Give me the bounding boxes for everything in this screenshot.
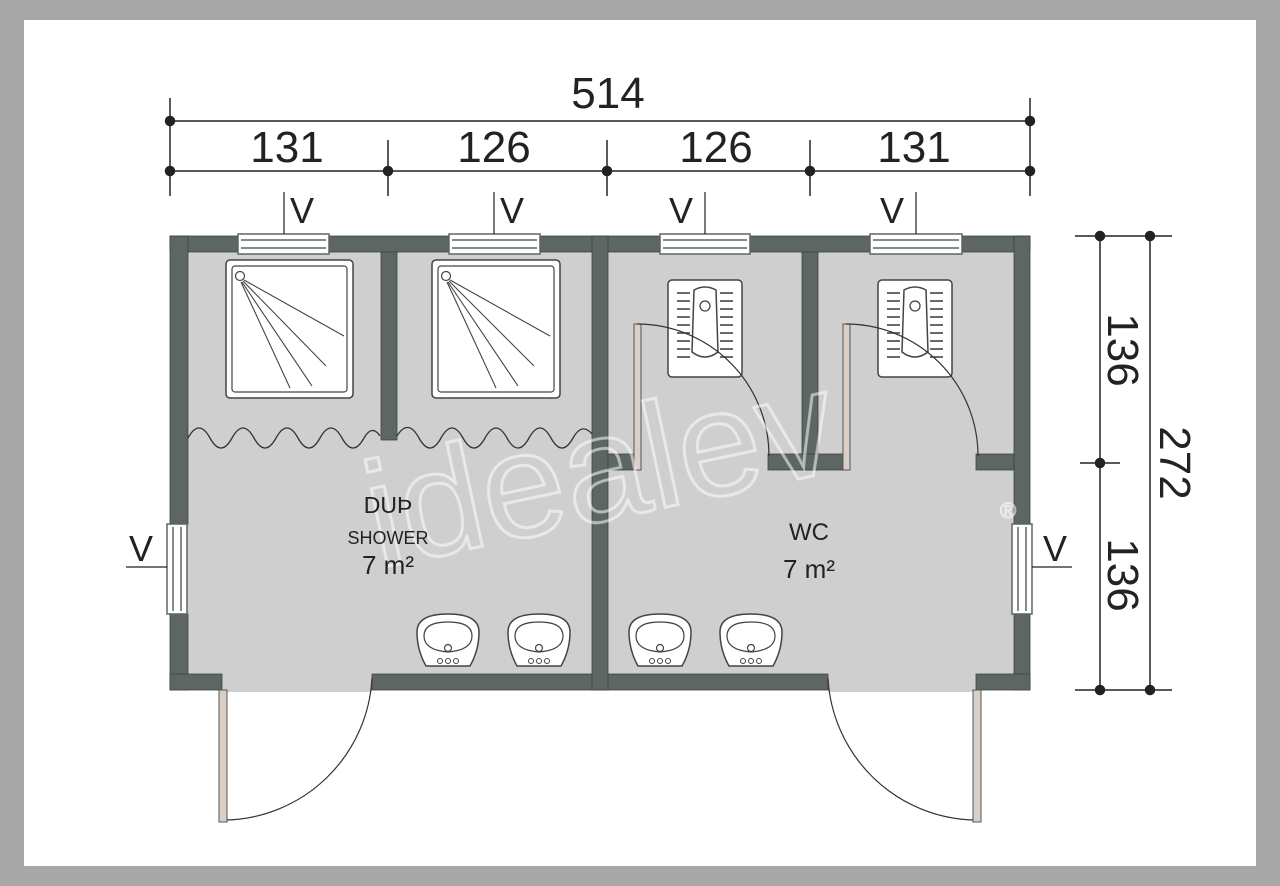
dimension-segment-2: 126 (457, 123, 530, 172)
washbasin-2 (507, 613, 571, 667)
window-wc-1 (659, 233, 751, 255)
window-wc-2 (869, 233, 963, 255)
shower-tray-2 (431, 259, 561, 399)
window-markers (126, 192, 1072, 568)
room-label-shower-local: DUÞ (364, 492, 413, 518)
window-marker-label-4: V (880, 190, 904, 231)
room-area-wc: 7 m² (783, 554, 835, 584)
washbasin-3 (628, 613, 692, 667)
top-dimension-chain (164, 98, 1036, 196)
windows (166, 233, 1033, 615)
room-label-shower: SHOWER (348, 528, 429, 548)
dimension-segment-3: 126 (679, 123, 752, 172)
shower-tray-1 (225, 259, 354, 399)
entrance-door-shower (218, 677, 373, 823)
washbasin-4 (719, 613, 783, 667)
dimension-segment-4: 131 (877, 123, 950, 172)
dimension-total-height: 272 (1150, 426, 1199, 499)
wc-cubicle-door-1 (633, 323, 770, 471)
squat-toilet-2 (877, 279, 953, 378)
floor-plan: 514 131 126 126 131 136 136 272 (126, 69, 1199, 823)
room-area-shower: 7 m² (362, 550, 414, 580)
wc-cubicle-door-2 (842, 323, 979, 471)
shower-curtain-1 (187, 427, 381, 449)
washbasin-1 (416, 613, 480, 667)
entrance-door-wc (827, 677, 982, 823)
shower-curtain-2 (396, 426, 593, 449)
window-left (166, 523, 188, 615)
window-shower-2 (448, 233, 541, 255)
dimension-height-lower: 136 (1098, 538, 1147, 611)
watermark-registered-mark: ® (1000, 498, 1016, 523)
window-right (1011, 523, 1033, 615)
right-dimension-chain (1075, 230, 1172, 696)
dimension-segment-1: 131 (250, 123, 323, 172)
window-marker-label-2: V (500, 190, 524, 231)
window-marker-label-right: V (1043, 528, 1067, 569)
door-threshold-right (828, 676, 976, 692)
window-shower-1 (237, 233, 330, 255)
window-marker-label-left: V (129, 528, 153, 569)
room-label-wc: WC (789, 519, 829, 546)
door-threshold-left (222, 676, 372, 692)
drawing-sheet: 514 131 126 126 131 136 136 272 (24, 20, 1256, 866)
walls (169, 235, 1031, 691)
dimension-total-width: 514 (571, 69, 644, 118)
window-marker-label-1: V (290, 190, 314, 231)
window-marker-label-3: V (669, 190, 693, 231)
dimension-height-upper: 136 (1098, 313, 1147, 386)
